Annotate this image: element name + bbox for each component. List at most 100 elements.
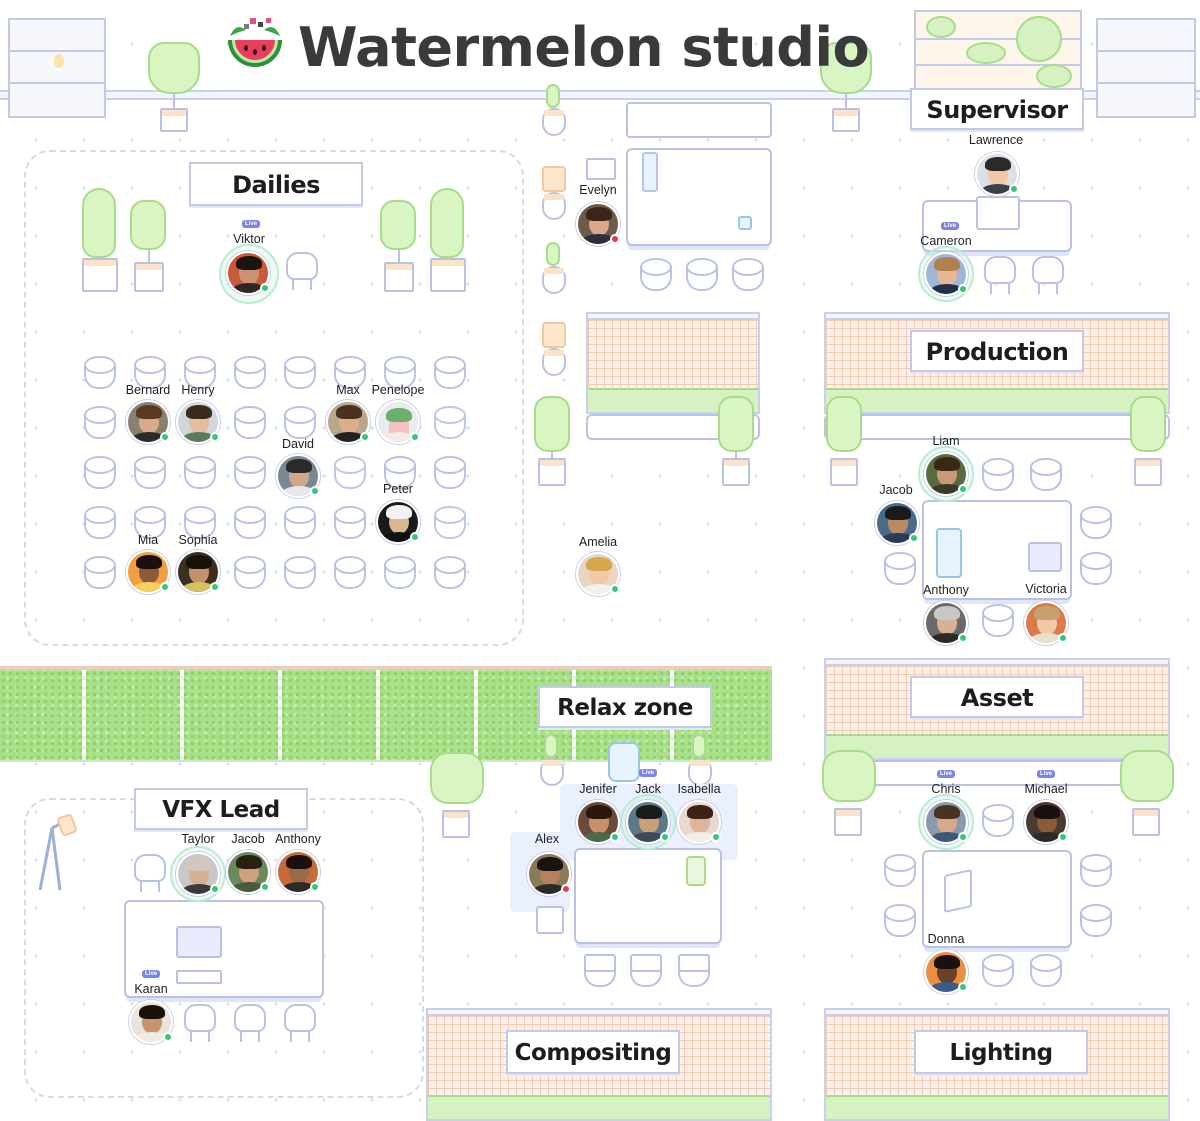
stool[interactable] bbox=[1080, 904, 1112, 940]
plant-pot bbox=[532, 396, 572, 490]
avatar-jack[interactable] bbox=[626, 800, 670, 844]
room-label-lighting[interactable]: Lighting bbox=[914, 1030, 1088, 1074]
avatar-chris[interactable] bbox=[924, 800, 968, 844]
stool[interactable] bbox=[334, 556, 366, 592]
stool[interactable] bbox=[134, 356, 166, 392]
stool[interactable] bbox=[384, 556, 416, 592]
room-label-compositing[interactable]: Compositing bbox=[506, 1030, 680, 1074]
stool[interactable] bbox=[434, 406, 466, 442]
stool[interactable] bbox=[1030, 954, 1062, 990]
stool[interactable] bbox=[134, 456, 166, 492]
stool[interactable] bbox=[732, 258, 764, 294]
name-jack: Jack bbox=[635, 782, 661, 796]
avatar-viktor[interactable] bbox=[226, 251, 270, 295]
stool[interactable] bbox=[184, 506, 216, 542]
avatar-victoria[interactable] bbox=[1024, 601, 1068, 645]
avatar-cameron[interactable] bbox=[924, 252, 968, 296]
stool[interactable] bbox=[686, 258, 718, 294]
stool[interactable] bbox=[84, 506, 116, 542]
stool[interactable] bbox=[384, 356, 416, 392]
stool[interactable] bbox=[84, 456, 116, 492]
chair[interactable] bbox=[284, 252, 320, 292]
room-label-asset[interactable]: Asset bbox=[910, 676, 1084, 718]
stool[interactable] bbox=[1030, 458, 1062, 494]
plant-pot bbox=[820, 750, 878, 840]
stool[interactable] bbox=[982, 604, 1014, 640]
room-label-relax-zone[interactable]: Relax zone bbox=[538, 686, 712, 728]
stool[interactable] bbox=[84, 356, 116, 392]
avatar-bernard[interactable] bbox=[126, 400, 170, 444]
stool[interactable] bbox=[84, 556, 116, 592]
stool[interactable] bbox=[434, 506, 466, 542]
stool[interactable] bbox=[84, 406, 116, 442]
avatar-penelope[interactable] bbox=[376, 400, 420, 444]
avatar-donna[interactable] bbox=[924, 950, 968, 994]
room-label-vfx-lead[interactable]: VFX Lead bbox=[134, 788, 308, 830]
chair[interactable] bbox=[182, 1004, 218, 1044]
stool[interactable] bbox=[1080, 552, 1112, 588]
avatar-max[interactable] bbox=[326, 400, 370, 444]
stool[interactable] bbox=[184, 456, 216, 492]
chair[interactable] bbox=[282, 1004, 318, 1044]
stool[interactable] bbox=[134, 506, 166, 542]
stool[interactable] bbox=[678, 954, 710, 990]
avatar-jacob-production[interactable] bbox=[875, 501, 919, 545]
avatar-taylor[interactable] bbox=[176, 852, 220, 896]
stool[interactable] bbox=[434, 356, 466, 392]
stool[interactable] bbox=[982, 954, 1014, 990]
avatar-anthony-vfx[interactable] bbox=[276, 850, 320, 894]
stool[interactable] bbox=[630, 954, 662, 990]
avatar-liam[interactable] bbox=[924, 452, 968, 496]
avatar-amelia[interactable] bbox=[576, 552, 620, 596]
chair[interactable] bbox=[982, 256, 1018, 296]
stool[interactable] bbox=[334, 506, 366, 542]
chair[interactable] bbox=[1030, 256, 1066, 296]
avatar-peter[interactable] bbox=[376, 500, 420, 544]
avatar-mia[interactable] bbox=[126, 550, 170, 594]
stool[interactable] bbox=[384, 456, 416, 492]
avatar-lawrence[interactable] bbox=[975, 152, 1019, 196]
stool[interactable] bbox=[284, 406, 316, 442]
stool[interactable] bbox=[184, 356, 216, 392]
stool[interactable] bbox=[982, 458, 1014, 494]
stool[interactable] bbox=[434, 556, 466, 592]
avatar-david[interactable] bbox=[276, 454, 320, 498]
avatar-sophia[interactable] bbox=[176, 550, 220, 594]
stool[interactable] bbox=[234, 456, 266, 492]
avatar-henry[interactable] bbox=[176, 400, 220, 444]
stool[interactable] bbox=[1080, 854, 1112, 890]
stool[interactable] bbox=[234, 556, 266, 592]
stool[interactable] bbox=[884, 904, 916, 940]
stool[interactable] bbox=[434, 456, 466, 492]
avatar-jenifer[interactable] bbox=[576, 800, 620, 844]
chair[interactable] bbox=[132, 854, 168, 894]
live-badge: Live bbox=[141, 970, 161, 978]
room-label-production[interactable]: Production bbox=[910, 330, 1084, 372]
stool[interactable] bbox=[334, 356, 366, 392]
avatar-evelyn[interactable] bbox=[576, 202, 620, 246]
stool[interactable] bbox=[584, 954, 616, 990]
stool[interactable] bbox=[234, 356, 266, 392]
chair[interactable] bbox=[232, 1004, 268, 1044]
stool[interactable] bbox=[234, 406, 266, 442]
stool[interactable] bbox=[884, 854, 916, 890]
stool[interactable] bbox=[284, 356, 316, 392]
stool[interactable] bbox=[1080, 506, 1112, 542]
avatar-karan[interactable] bbox=[129, 1000, 173, 1044]
stool[interactable] bbox=[640, 258, 672, 294]
avatar-alex[interactable] bbox=[527, 852, 571, 896]
stool[interactable] bbox=[284, 506, 316, 542]
avatar-anthony-production[interactable] bbox=[924, 601, 968, 645]
status-online-icon bbox=[310, 486, 320, 496]
stool[interactable] bbox=[284, 556, 316, 592]
stool[interactable] bbox=[334, 456, 366, 492]
avatar-jacob-vfx[interactable] bbox=[226, 850, 270, 894]
room-label-supervisor[interactable]: Supervisor bbox=[910, 88, 1084, 130]
avatar-michael[interactable] bbox=[1024, 800, 1068, 844]
room-label-dailies[interactable]: Dailies bbox=[189, 162, 363, 206]
stool[interactable] bbox=[884, 552, 916, 588]
avatar-isabella[interactable] bbox=[677, 800, 721, 844]
stool[interactable] bbox=[982, 804, 1014, 840]
stool[interactable] bbox=[234, 506, 266, 542]
small-plant bbox=[540, 322, 568, 378]
